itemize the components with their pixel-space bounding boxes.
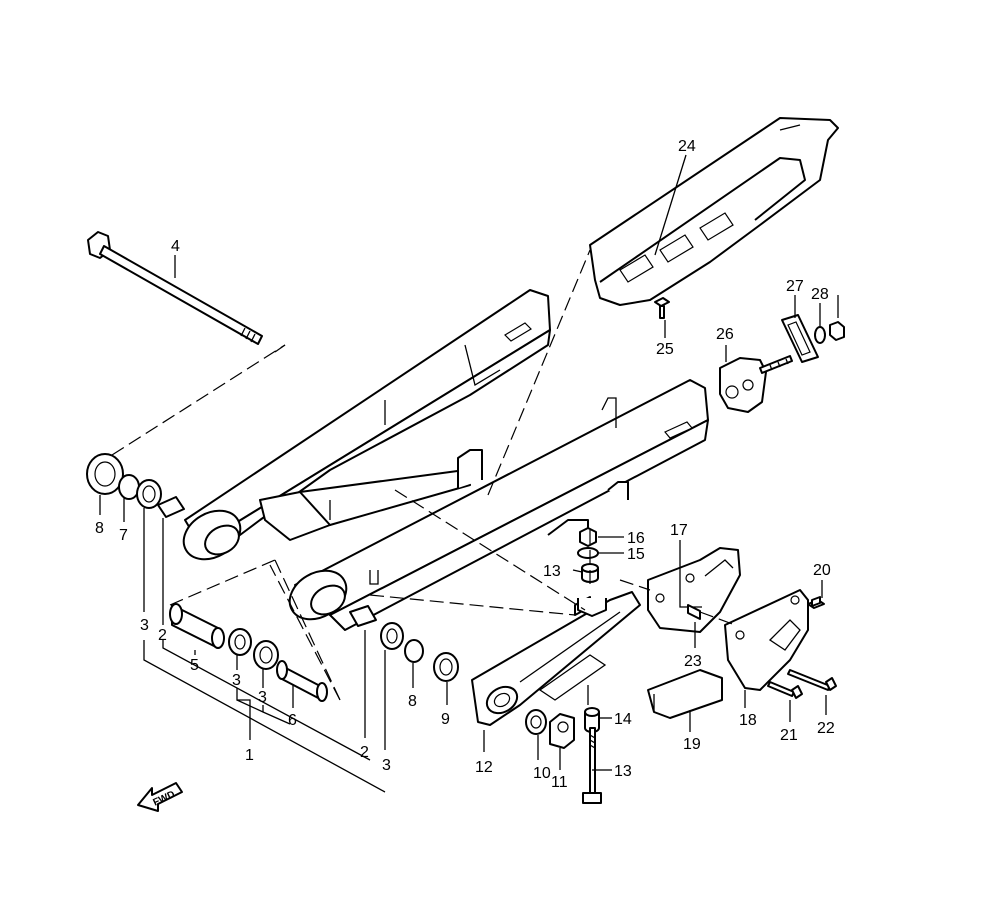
- callout-3-right: 3: [382, 757, 391, 774]
- callout-19: 20: [813, 562, 831, 579]
- callout-labels: 4 8 7 3 2 5 3 3 6 1 2 3 8 9 12 10 11 13 …: [95, 138, 835, 791]
- chain-case-23: [589, 117, 839, 306]
- collar-9: [525, 709, 547, 735]
- callout-25: 26: [716, 326, 734, 343]
- callout-26: 27: [786, 278, 804, 295]
- assembly-lines: [111, 249, 736, 701]
- pivot-seal-8-right: [433, 652, 459, 682]
- callout-3-lower-a: 3: [232, 672, 241, 689]
- callout-16: 17: [670, 522, 688, 539]
- spacer-2-left: [157, 496, 185, 518]
- bolt-19: [807, 596, 825, 609]
- callout-10: 11: [551, 774, 568, 791]
- pivot-sleeve-5: [169, 603, 225, 649]
- callout-13-lower: 14: [614, 711, 632, 728]
- washer-7-right: [404, 639, 424, 663]
- callout-7-left: 7: [119, 527, 128, 544]
- buffer-mount-stud: [577, 598, 607, 617]
- bolt-12: [582, 727, 602, 804]
- washer-7-left: [118, 474, 140, 500]
- swingarm: [182, 289, 709, 631]
- nut-15: [579, 527, 597, 547]
- callout-1: 1: [245, 747, 254, 764]
- bearing-3-lower-b: [253, 640, 279, 670]
- callout-4: 4: [171, 238, 180, 255]
- callout-5: 5: [190, 657, 199, 674]
- fwd-arrow-label: FWD: [151, 789, 176, 809]
- bolt-24: [654, 297, 670, 319]
- bolt-20: [767, 681, 803, 699]
- callout-27: 28: [811, 286, 829, 303]
- callout-21: 22: [817, 720, 835, 737]
- callout-24: 25: [656, 341, 674, 358]
- spacer-10: [549, 713, 575, 749]
- callout-23: 24: [678, 138, 696, 155]
- bearing-3-left: [136, 479, 162, 509]
- callout-8-right: 9: [441, 711, 450, 728]
- callout-2-right: 2: [360, 744, 369, 761]
- callout-9: 10: [533, 765, 551, 782]
- leader-lines: [99, 154, 839, 793]
- washer-27: [814, 326, 826, 344]
- callout-18: 19: [683, 736, 701, 753]
- callout-14: 15: [627, 546, 645, 563]
- callout-3-left: 3: [140, 617, 149, 634]
- fwd-arrow: FWD: [137, 782, 183, 812]
- bolt-21: [787, 669, 837, 691]
- bearing-3-right: [380, 622, 404, 650]
- nut-28: [829, 321, 845, 341]
- callout-13-upper: 13: [543, 563, 561, 580]
- callout-7-right: 8: [408, 693, 417, 710]
- pivot-sleeve-6: [276, 660, 328, 702]
- adjuster-plate-26: [781, 314, 819, 363]
- callout-6: 6: [288, 712, 297, 729]
- callout-15: 16: [627, 530, 645, 547]
- washer-14: [577, 547, 599, 559]
- chain-adjuster-25: [719, 355, 793, 413]
- callout-17: 18: [739, 712, 757, 729]
- callout-8-left: 8: [95, 520, 104, 537]
- guide-plate-17: [724, 589, 809, 691]
- pivot-bolt: [87, 231, 263, 345]
- bearing-3-lower-a: [228, 628, 252, 656]
- callout-20: 21: [780, 727, 798, 744]
- collar-13-lower: [584, 707, 600, 733]
- callout-12: 13: [614, 763, 632, 780]
- pin-22: [687, 604, 701, 620]
- callout-22: 23: [684, 653, 702, 670]
- callout-11: 12: [475, 759, 493, 776]
- pivot-seal-8-left: [86, 453, 124, 495]
- chain-guide-16: [647, 547, 741, 633]
- guide-pad-18: [647, 669, 723, 719]
- spacer-2-right: [349, 605, 377, 627]
- callout-3-lower-b: 3: [258, 689, 267, 706]
- callout-2-left: 2: [158, 627, 167, 644]
- chain-buffer: [471, 591, 641, 726]
